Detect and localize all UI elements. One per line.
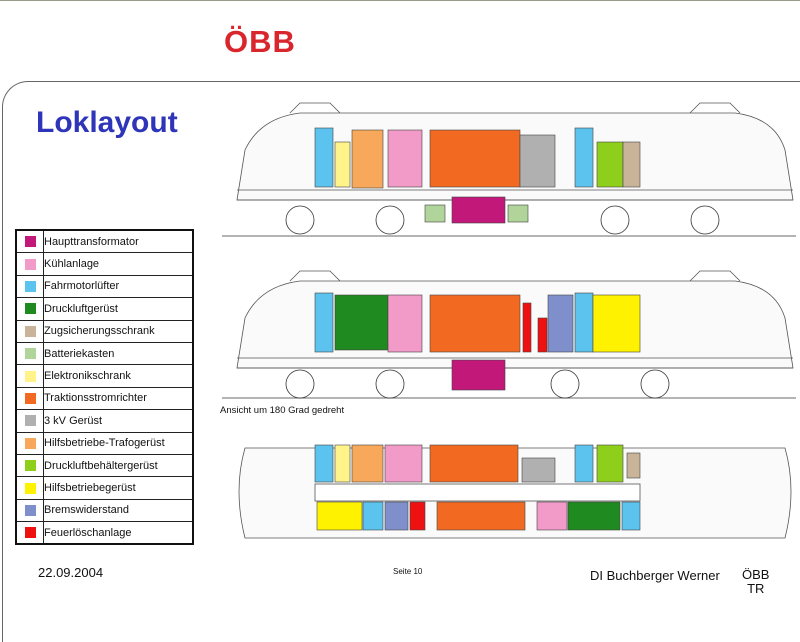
obb-logo: ÖBB <box>224 24 296 59</box>
legend-label: Hilfsbetriebe-Trafogerüst <box>43 431 194 455</box>
legend-row: Traktionsstromrichter <box>15 386 194 411</box>
legend-row: Feuerlöschanlage <box>15 521 194 545</box>
legend-row: Bremswiderstand <box>15 498 194 523</box>
legend-label: Fahrmotorlüfter <box>43 274 194 299</box>
legend-label: Kühlanlage <box>43 252 194 276</box>
legend-color-swatch <box>24 348 36 360</box>
footer-org-line1: ÖBB <box>742 567 770 582</box>
legend-color-swatch <box>24 393 36 405</box>
legend-color-swatch <box>24 370 36 382</box>
top-border <box>0 0 800 1</box>
legend-row: Zugsicherungsschrank <box>15 319 194 343</box>
legend-swatch-cell <box>15 341 44 366</box>
legend-color-swatch <box>24 281 36 293</box>
legend-row: Kühlanlage <box>15 252 194 276</box>
legend-color-swatch <box>24 415 36 427</box>
side-view-top <box>222 102 796 237</box>
footer-org: ÖBB TR <box>742 568 769 596</box>
legend-color-swatch <box>24 527 36 539</box>
legend-label: Zugsicherungsschrank <box>43 319 194 343</box>
legend-label: Elektronikschrank <box>43 364 194 388</box>
legend-label: Druckluftgerüst <box>43 297 194 321</box>
legend-label: Batteriekasten <box>43 341 194 366</box>
legend-color-swatch <box>24 236 36 248</box>
diagram-caption: Ansicht um 180 Grad gedreht <box>220 405 345 416</box>
locomotive-diagrams <box>222 102 796 539</box>
plan-view <box>238 444 792 539</box>
footer-org-line2: TR <box>747 581 765 596</box>
side-view-rotated <box>222 270 796 399</box>
legend-label: Druckluftbehältergerüst <box>43 453 194 478</box>
legend-row: Hilfsbetriebegerüst <box>15 476 194 500</box>
legend-row: 3 kV Gerüst <box>15 409 194 433</box>
legend-color-swatch <box>24 303 36 315</box>
footer-author: DI Buchberger Werner <box>590 568 720 583</box>
legend-label: Bremswiderstand <box>43 498 194 523</box>
legend-row: Batteriekasten <box>15 341 194 366</box>
wheels-middle <box>285 369 670 399</box>
legend-color-swatch <box>24 325 36 337</box>
legend-color-swatch <box>24 482 36 494</box>
legend-color-swatch <box>24 258 36 270</box>
legend-row: Hilfsbetriebe-Trafogerüst <box>15 431 194 455</box>
legend-label: Traktionsstromrichter <box>43 386 194 411</box>
legend-color-swatch <box>24 437 36 449</box>
legend-label: Hilfsbetriebegerüst <box>43 476 194 500</box>
legend-label: Feuerlöschanlage <box>43 521 194 545</box>
legend-row: Druckluftgerüst <box>15 297 194 321</box>
legend-color-swatch <box>24 504 36 516</box>
footer-date: 22.09.2004 <box>38 565 104 580</box>
legend-row: Elektronikschrank <box>15 364 194 388</box>
legend-color-swatch <box>24 460 36 472</box>
footer-page-number: Seite 10 <box>393 567 423 576</box>
slide-frame <box>2 81 800 642</box>
wheels-top <box>285 205 720 235</box>
legend-row: Fahrmotorlüfter <box>15 274 194 299</box>
legend-label: 3 kV Gerüst <box>43 409 194 433</box>
slide-title: Loklayout <box>36 106 178 139</box>
legend-row: Druckluftbehältergerüst <box>15 453 194 478</box>
